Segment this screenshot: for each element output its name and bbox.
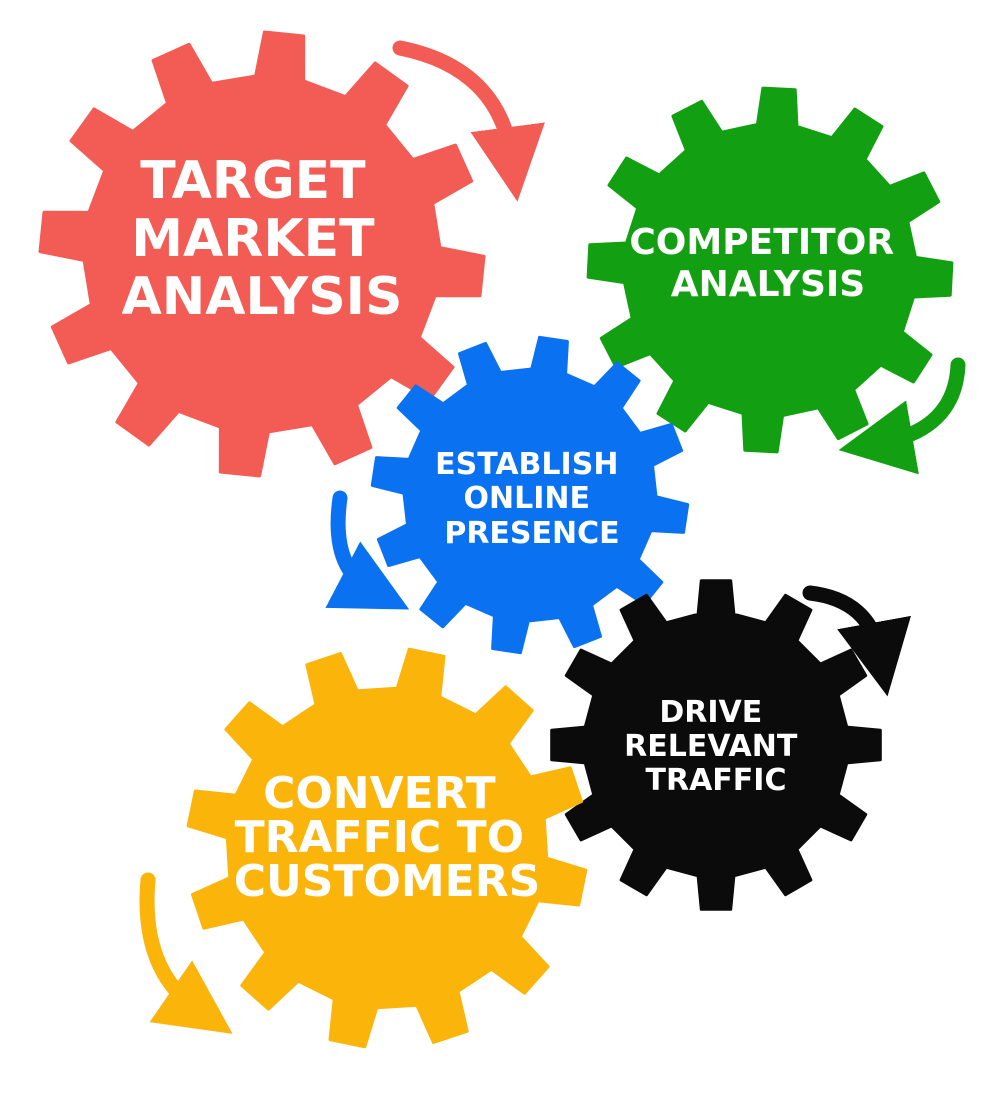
arrow-yellow	[139, 872, 233, 1034]
gear-drive-line-3: TRAFFIC	[646, 763, 787, 798]
gear-drive-label: DRIVE RELEVANT TRAFFIC	[624, 695, 808, 798]
arrow-blue	[325, 490, 410, 610]
gear-convert-label: CONVERT TRAFFIC TO CUSTOMERS	[234, 768, 541, 907]
arrow-green	[838, 357, 966, 475]
gear-competitor-label: COMPETITOR ANALYSIS	[629, 222, 906, 305]
gear-target-market-analysis	[38, 30, 486, 478]
gear-competitor-line-2: ANALYSIS	[671, 264, 866, 305]
gear-target-line-2: MARKET	[131, 209, 375, 269]
gear-convert-line-3: CUSTOMERS	[234, 856, 541, 907]
gear-target-line-1: TARGET	[140, 151, 366, 211]
arrow-black	[802, 585, 911, 697]
gear-convert-line-1: CONVERT	[263, 768, 496, 819]
arrow-red	[392, 40, 545, 202]
gear-convert-line-2: TRAFFIC TO	[235, 812, 524, 863]
gear-drive-relevant-traffic	[550, 579, 882, 911]
gear-establish-online-presence	[370, 335, 690, 655]
gear-establish-label: ESTABLISH ONLINE PRESENCE	[435, 447, 629, 551]
gear-competitor-analysis	[586, 86, 954, 454]
gear-target-label: TARGET MARKET ANALYSIS	[122, 151, 403, 327]
gear-competitor-line-1: COMPETITOR	[629, 222, 894, 263]
gear-establish-line-2: ONLINE	[464, 481, 591, 516]
gear-drive-line-2: RELEVANT	[624, 729, 798, 764]
gear-establish-line-3: PRESENCE	[444, 516, 619, 551]
gear-establish-line-1: ESTABLISH	[435, 447, 618, 482]
gear-convert-traffic-to-customers	[186, 647, 588, 1049]
gear-drive-line-1: DRIVE	[659, 695, 762, 730]
gear-target-line-3: ANALYSIS	[122, 267, 403, 327]
